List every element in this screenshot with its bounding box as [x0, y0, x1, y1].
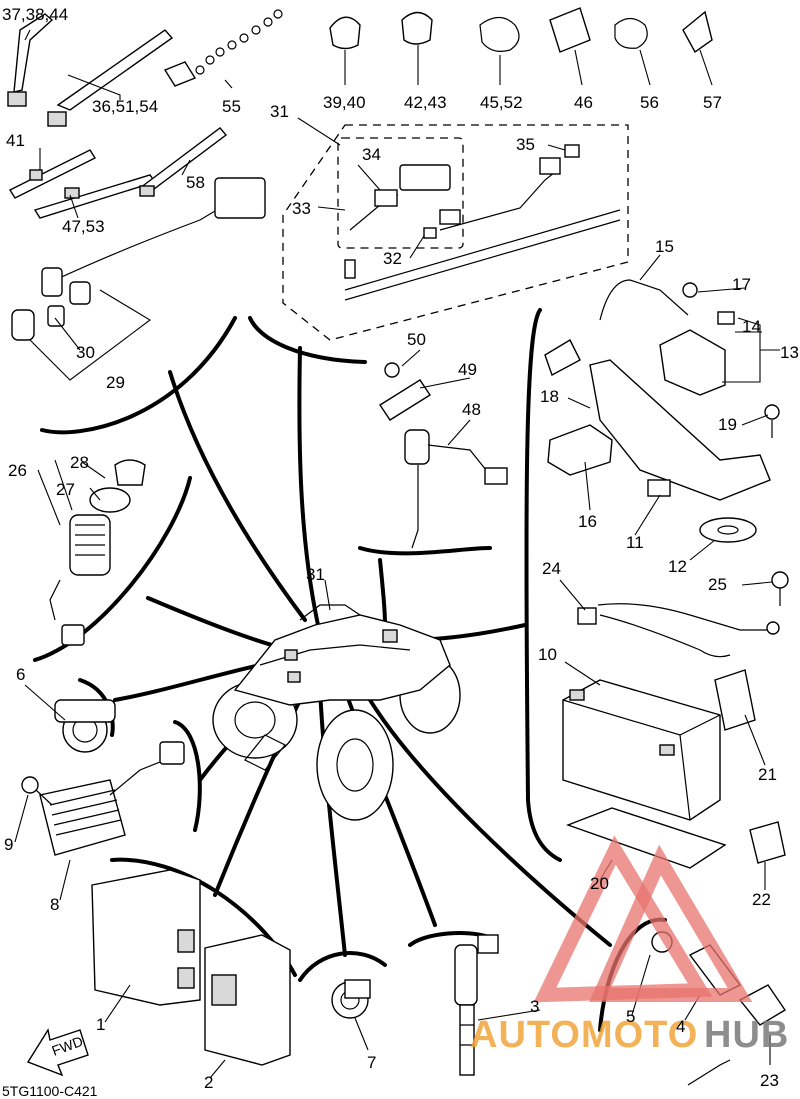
- callout-34: 34: [362, 145, 381, 164]
- callout-23: 23: [760, 1071, 779, 1090]
- callout-42-43: 42,43: [404, 93, 447, 112]
- callout-56: 56: [640, 93, 659, 112]
- callout-labels: 37,38,44 36,51,54 55 39,40 42,43 45,52 4…: [2, 5, 799, 1099]
- wire-harness: [344, 144, 621, 301]
- callout-21: 21: [758, 765, 777, 784]
- callout-35: 35: [516, 135, 535, 154]
- callout-29: 29: [106, 373, 125, 392]
- callout-15: 15: [655, 237, 674, 256]
- callout-33: 33: [292, 199, 311, 218]
- callout-46: 46: [574, 93, 593, 112]
- callout-3: 3: [530, 997, 539, 1016]
- sensor-and-coil: [331, 934, 499, 1076]
- vehicle-atv: [212, 604, 461, 821]
- callout-31-center: 31: [306, 565, 325, 584]
- callout-55: 55: [222, 97, 241, 116]
- callout-20: 20: [590, 874, 609, 893]
- figure-code: 5TG1100-C421: [2, 1083, 98, 1099]
- callout-50: 50: [407, 330, 426, 349]
- callout-19: 19: [718, 415, 737, 434]
- callout-45-52: 45,52: [480, 93, 523, 112]
- callout-7: 7: [367, 1053, 376, 1072]
- control-units: [91, 869, 291, 1066]
- callout-8: 8: [50, 895, 59, 914]
- callout-57: 57: [703, 93, 722, 112]
- watermark: AUTOMOTO HUB: [470, 835, 789, 1056]
- callout-9: 9: [4, 835, 13, 854]
- callout-41: 41: [6, 131, 25, 150]
- lead-group-outline: [337, 137, 464, 249]
- relay-bracket-assembly: [544, 279, 780, 543]
- callout-26: 26: [8, 461, 27, 480]
- callout-1: 1: [96, 1015, 105, 1034]
- callout-36-51-54: 36,51,54: [92, 97, 158, 116]
- battery-assembly: [562, 571, 789, 869]
- callout-11: 11: [626, 533, 644, 552]
- fwd-arrow: FWD: [26, 1028, 89, 1077]
- callout-17: 17: [732, 275, 751, 294]
- callout-25: 25: [708, 575, 727, 594]
- svg-text:AUTOMOTO: AUTOMOTO: [470, 1014, 698, 1056]
- main-harness-lead: [11, 177, 266, 341]
- callout-28: 28: [70, 453, 89, 472]
- callout-5: 5: [626, 1007, 635, 1026]
- callout-18: 18: [540, 387, 559, 406]
- callout-39-40: 39,40: [323, 93, 366, 112]
- callout-24: 24: [542, 559, 561, 578]
- callout-31-top: 31: [270, 102, 289, 121]
- harness-group-outline: [282, 124, 629, 341]
- callout-27: 27: [56, 480, 75, 499]
- switch-and-rectifier: [21, 699, 185, 856]
- leader-lines: [14, 29, 780, 1079]
- sensor-assembly: [49, 459, 146, 646]
- callout-12: 12: [668, 557, 687, 576]
- callout-47-53: 47,53: [62, 217, 105, 236]
- callout-48: 48: [462, 400, 481, 419]
- callout-10: 10: [538, 645, 557, 664]
- callout-13: 13: [780, 343, 799, 362]
- callout-6: 6: [16, 665, 25, 684]
- callout-37-38-44: 37,38,44: [2, 5, 68, 24]
- callout-4: 4: [676, 1017, 685, 1036]
- callout-14: 14: [742, 317, 761, 336]
- callout-30: 30: [76, 343, 95, 362]
- callout-32: 32: [383, 249, 402, 268]
- callout-2: 2: [204, 1073, 213, 1092]
- switch-lead: [379, 362, 508, 549]
- callout-58: 58: [186, 173, 205, 192]
- callout-16: 16: [578, 512, 597, 531]
- cable-ties-and-clamps: [7, 7, 713, 219]
- svg-text:HUB: HUB: [704, 1014, 789, 1056]
- callout-49: 49: [458, 360, 477, 379]
- callout-22: 22: [752, 890, 771, 909]
